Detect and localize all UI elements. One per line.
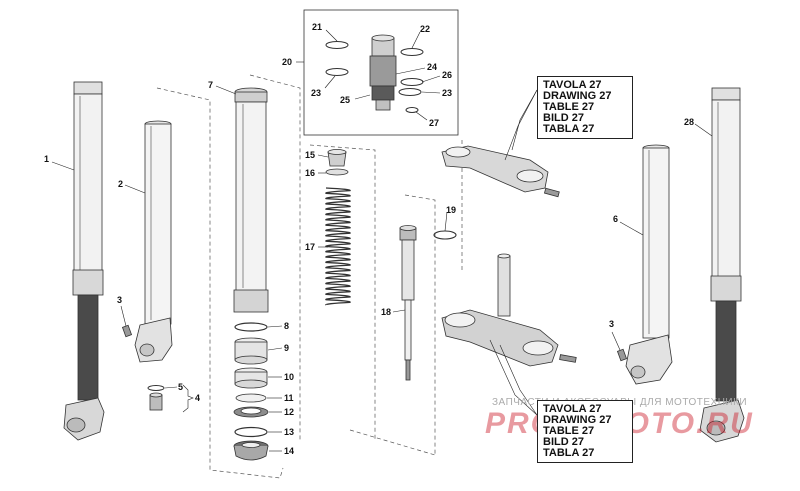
callout-3-left: 3 — [117, 295, 122, 305]
callout-26: 26 — [442, 70, 452, 80]
leader-lines — [51, 29, 713, 452]
table-lower-line-1: TAVOLA 27 — [543, 403, 602, 415]
assembly-guide-lines — [156, 74, 463, 479]
part-5-o-ring — [147, 385, 165, 391]
callout-5: 5 — [178, 382, 183, 392]
part-19-o-ring — [433, 230, 457, 240]
callout-13: 13 — [284, 427, 294, 437]
table-upper-line-3: TABLE 27 — [543, 101, 595, 113]
callout-25: 25 — [340, 95, 350, 105]
part-28-right-fork-assembly — [699, 87, 745, 443]
callout-12: 12 — [284, 407, 294, 417]
callout-17: 17 — [305, 242, 315, 252]
part-20-cartridge-body — [369, 34, 397, 111]
part-20-cartridge-kit-box — [303, 9, 459, 136]
callout-23-left: 23 — [311, 88, 321, 98]
callout-14: 14 — [284, 446, 294, 456]
part-16-washer — [325, 168, 349, 176]
table-upper-line-4: BILD 27 — [543, 112, 584, 124]
callout-6: 6 — [613, 214, 618, 224]
part-8-ring — [234, 322, 268, 332]
table-lower-line-4: BILD 27 — [543, 436, 584, 448]
part-9-bushing — [234, 337, 268, 365]
callout-15: 15 — [305, 150, 315, 160]
upper-triple-clamp — [441, 145, 560, 198]
callout-10: 10 — [284, 372, 294, 382]
callout-18: 18 — [381, 307, 391, 317]
table-lower-line-5: TABLA 27 — [543, 447, 595, 459]
reference-table-upper: TAVOLA 27 DRAWING 27 TABLE 27 BILD 27 TA… — [537, 76, 633, 139]
part-3-screw-left — [121, 324, 133, 338]
part-15-spring-cap — [327, 149, 347, 167]
part-3-screw-right — [616, 348, 628, 362]
part-10-bushing — [234, 367, 268, 389]
part-11-washer — [235, 393, 267, 403]
callout-1: 1 — [44, 154, 49, 164]
callout-22: 22 — [420, 24, 430, 34]
callout-23-right: 23 — [442, 88, 452, 98]
table-lower-line-3: TABLE 27 — [543, 425, 595, 437]
part-1-left-fork-assembly — [63, 81, 105, 441]
callout-9: 9 — [284, 343, 289, 353]
part-7-inner-tube — [233, 87, 269, 313]
callout-24: 24 — [427, 62, 437, 72]
callout-11: 11 — [284, 393, 294, 403]
callout-labels: 1 2 3 5 4 7 8 9 10 11 12 13 14 15 16 17 … — [44, 22, 694, 456]
lower-triple-clamp — [441, 253, 577, 367]
table-upper-line-2: DRAWING 27 — [543, 90, 612, 102]
callout-4: 4 — [195, 393, 200, 403]
callout-21: 21 — [312, 22, 322, 32]
part-12-oil-seal — [233, 406, 269, 418]
callout-2: 2 — [118, 179, 123, 189]
callout-7: 7 — [208, 80, 213, 90]
callout-16: 16 — [305, 168, 315, 178]
table-lower-line-2: DRAWING 27 — [543, 414, 612, 426]
reference-table-lower: TAVOLA 27 DRAWING 27 TABLE 27 BILD 27 TA… — [537, 400, 633, 463]
part-14-dust-seal — [233, 440, 269, 461]
part-13-circlip — [234, 426, 268, 438]
callout-8: 8 — [284, 321, 289, 331]
callout-27: 27 — [429, 118, 439, 128]
part-6-outer-tube-right — [625, 144, 673, 385]
part-4-bleed-valve — [149, 392, 163, 411]
callout-28: 28 — [684, 117, 694, 127]
part-2-outer-tube — [134, 120, 173, 363]
callout-3-right: 3 — [609, 319, 614, 329]
table-upper-line-5: TABLA 27 — [543, 123, 595, 135]
callout-20: 20 — [282, 57, 292, 67]
table-upper-line-1: TAVOLA 27 — [543, 79, 602, 91]
part-18-damper-cartridge — [399, 225, 417, 381]
part-17-spring — [325, 187, 351, 306]
callout-19: 19 — [446, 205, 456, 215]
